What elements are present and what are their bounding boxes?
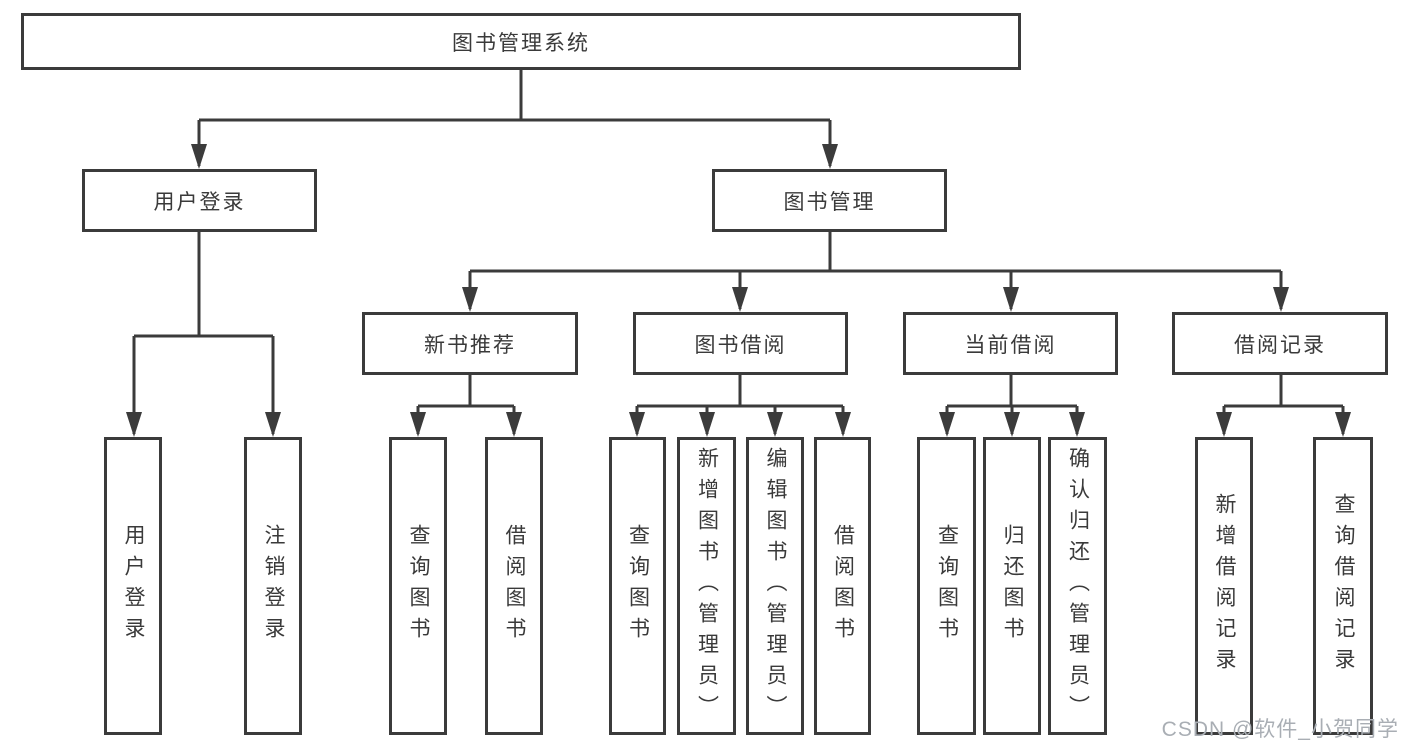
node-new-book-recommendation: 新书推荐	[362, 312, 578, 375]
leaf-recommend-query-books: 查询图书	[389, 437, 447, 735]
leaf-borrow-edit-books-admin: 编辑图书（管理员）	[746, 437, 804, 735]
arrowheads	[126, 144, 1351, 437]
leaf-current-confirm-return-admin: 确认归还（管理员）	[1048, 437, 1107, 735]
leaf-borrow-query-books: 查询图书	[609, 437, 666, 735]
node-root: 图书管理系统	[21, 13, 1021, 70]
leaf-recommend-borrow-books: 借阅图书	[485, 437, 543, 735]
leaf-logout: 注销登录	[244, 437, 302, 735]
leaf-borrow-add-books-admin: 新增图书（管理员）	[677, 437, 736, 735]
node-current-borrowing: 当前借阅	[903, 312, 1118, 375]
leaf-records-query-record: 查询借阅记录	[1313, 437, 1373, 735]
leaf-records-add-record: 新增借阅记录	[1195, 437, 1253, 735]
node-user-login: 用户登录	[82, 169, 317, 232]
node-borrowing-records: 借阅记录	[1172, 312, 1388, 375]
node-book-borrowing: 图书借阅	[633, 312, 848, 375]
node-book-management: 图书管理	[712, 169, 947, 232]
leaf-current-query-books: 查询图书	[917, 437, 976, 735]
leaf-borrow-borrow-books: 借阅图书	[814, 437, 871, 735]
leaf-user-login: 用户登录	[104, 437, 162, 735]
leaf-current-return-books: 归还图书	[983, 437, 1041, 735]
